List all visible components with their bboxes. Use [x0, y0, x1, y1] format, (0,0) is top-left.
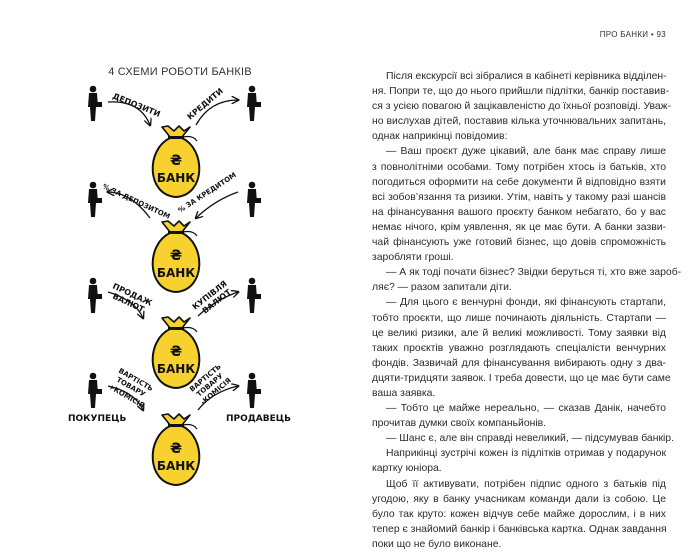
running-head: ПРО БАНКИ • 93: [599, 30, 666, 39]
text-line: це великі ризики, але й великі можливост…: [372, 327, 666, 339]
person-icon: [247, 277, 261, 313]
paragraph: Наприкінці зустрічі кожен із підлітків о…: [372, 446, 666, 476]
text-line: ся з усією повагою й зацікавленістю до ї…: [372, 101, 672, 113]
bag-label: БАНК: [157, 459, 195, 473]
person-icon: [88, 85, 102, 121]
person-icon: [247, 372, 261, 408]
arrow-goods-buyer: [107, 385, 143, 410]
person-icon: [88, 277, 102, 313]
paragraph: — Тобто це майже нереально, — сказав Дан…: [372, 401, 666, 431]
text-line: — Шанс є, але він справді невеликий, — п…: [386, 433, 674, 445]
person-icon: [88, 181, 102, 217]
text-line: картку юніора.: [372, 463, 442, 475]
hryvnia-symbol: ₴: [170, 344, 182, 360]
text-line: тепер є знайомий банкір і банківська кар…: [372, 523, 667, 535]
text-line: однак наприкінці повідомив:: [372, 131, 508, 143]
paragraph: Після екскурсії всі зібралися в кабінеті…: [372, 69, 672, 144]
hryvnia-symbol: ₴: [170, 441, 182, 457]
label-seller: ПРОДАВЕЦЬ: [226, 414, 291, 424]
text-line: погодиться оформити на себе документи й …: [372, 176, 666, 188]
text-line: угодою, яку в банку учасникам команди да…: [372, 493, 666, 505]
text-line: — А як тоді почати бізнес? Звідки беруть…: [386, 267, 682, 279]
text-line: чай фінансують уже готовий бізнес, що до…: [372, 237, 666, 249]
arrow-deposits: [107, 101, 150, 125]
label-deposits: ДЕПОЗИТИ: [111, 92, 161, 119]
text-line: фондів. Зазвичай для фінансування вибира…: [372, 357, 666, 369]
text-line: Після екскурсії всі зібралися в кабінеті…: [386, 71, 667, 82]
bank-bag-1: ₴ БАНК: [151, 125, 201, 198]
text-line: з повнолітніми особами. Тому потрібен хт…: [372, 161, 666, 173]
bank-bag-2: ₴ БАНК: [151, 220, 201, 293]
hryvnia-symbol: ₴: [170, 248, 182, 264]
text-line: ляє? — разом запитали діти.: [372, 282, 512, 294]
figure-title: 4 СХЕМИ РОБОТИ БАНКІВ: [108, 66, 252, 78]
arrow-sell-currency: [107, 291, 143, 318]
text-line: ня. Попри те, що до нього прийшли підліт…: [372, 86, 670, 98]
bank-schemes-illustration: ₴ БАНК ₴ БАНК ₴ БАНК ₴ БАНК ДЕПОЗИТИ КРЕ…: [68, 85, 291, 486]
text-line: на фінансування вашого проєкту банком не…: [372, 206, 666, 218]
text-line: поки що не було виконане.: [372, 538, 502, 550]
person-icon: [88, 372, 102, 408]
bag-label: БАНК: [157, 266, 195, 280]
text-line: — Ваш проєкт дуже цікавий, але банк має …: [386, 146, 666, 158]
text-line: тобто проєкти, що лише починають діяльні…: [372, 312, 666, 324]
person-icon: [247, 181, 261, 217]
paragraph: Щоб її активувати, потрібен підпис одног…: [372, 477, 667, 552]
bank-bag-4: ₴ БАНК: [151, 413, 201, 486]
text-line: заробляти гроші.: [372, 252, 454, 264]
arrow-credit-interest: [196, 191, 239, 218]
bank-bag-3: ₴ БАНК: [151, 316, 201, 389]
text-line: дцяти-тридцяти заявок. І треба довести, …: [372, 372, 671, 384]
text-line: Щоб її активувати, потрібен підпис одног…: [386, 478, 666, 490]
text-line: но вислухав дітей, поставив кілька уточн…: [372, 116, 666, 128]
text-line: всі зобов’язання та ризики. Утім, навіть…: [372, 191, 666, 203]
arrow-deposit-interest: [108, 192, 151, 219]
text-line: ваша заявка.: [372, 387, 436, 399]
person-icon: [247, 85, 261, 121]
text-line: Наприкінці зустрічі кожен із підлітків о…: [386, 448, 666, 460]
text-line: — Для цього є венчурні фонди, які фінанс…: [386, 297, 666, 309]
bag-label: БАНК: [157, 362, 195, 376]
arrow-credits: [195, 100, 238, 126]
text-line: прочитав думки своїх компаньйонів.: [372, 418, 547, 430]
body-text: Після екскурсії всі зібралися в кабінеті…: [372, 69, 682, 552]
text-line: немає нічого, крім уявлення, як це має б…: [372, 221, 666, 233]
paragraph: — Шанс є, але він справді невеликий, — п…: [372, 431, 674, 446]
text-line: таких проєктів уважно розглядають спеціа…: [372, 342, 666, 354]
text-line: було так круто: кожен відчув себе майже …: [372, 508, 666, 520]
arrow-buy-currency: [197, 292, 238, 317]
bag-label: БАНК: [157, 171, 195, 185]
text-line: — Тобто це майже нереально, — сказав Дан…: [386, 403, 666, 415]
label-buyer: ПОКУПЕЦЬ: [68, 414, 127, 424]
paragraph: — Для цього є венчурні фонди, які фінанс…: [372, 295, 671, 401]
paragraph: — Ваш проєкт дуже цікавий, але банк має …: [372, 144, 666, 265]
hryvnia-symbol: ₴: [170, 153, 182, 169]
arrow-goods-seller: [197, 386, 238, 411]
paragraph: — А як тоді почати бізнес? Звідки беруть…: [372, 265, 682, 295]
